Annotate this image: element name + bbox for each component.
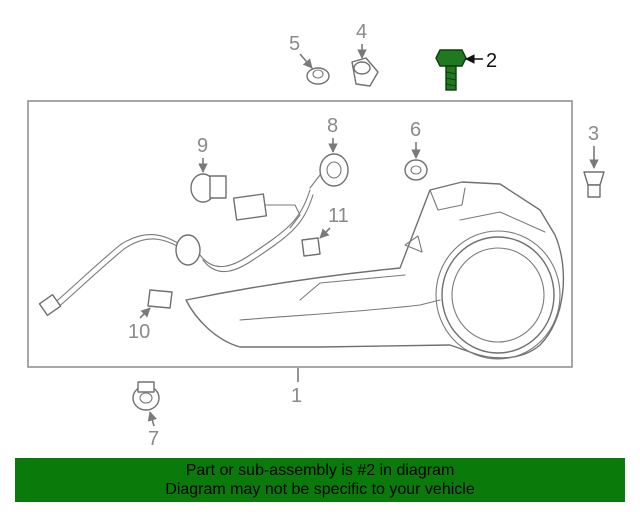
bolt-part-2[interactable]: [435, 49, 467, 91]
callout-9: 9: [197, 135, 208, 157]
socket-part-7[interactable]: [132, 381, 160, 411]
callout-6: 6: [410, 119, 421, 141]
banner-line-2: Diagram may not be specific to your vehi…: [165, 481, 475, 498]
callout-4: 4: [356, 21, 367, 43]
callout-2: 2: [486, 50, 497, 72]
callout-1: 1: [291, 385, 302, 407]
banner-line-1: Part or sub-assembly is #2 in diagram: [185, 462, 455, 479]
info-banner: Part or sub-assembly is #2 in diagram Di…: [15, 458, 625, 502]
callout-3: 3: [588, 123, 599, 145]
grommet-part-6[interactable]: [404, 159, 428, 181]
nut-part-5[interactable]: [306, 67, 330, 85]
assembly-frame: [27, 100, 573, 368]
callout-5: 5: [289, 33, 300, 55]
clip-part-4[interactable]: [351, 57, 379, 87]
callout-7: 7: [148, 428, 159, 450]
callout-11: 11: [328, 205, 349, 227]
wiring-harness[interactable]: [38, 189, 314, 317]
callout-10: 10: [128, 321, 150, 343]
bulb-part-10[interactable]: [147, 289, 173, 309]
parts-diagram: 1 2 3 4 5 6 7 8 9 10 11: [27, 21, 605, 450]
socket-part-8[interactable]: [309, 153, 349, 189]
clip-part-3[interactable]: [583, 171, 605, 198]
bulb-part-9[interactable]: [190, 173, 227, 203]
callout-8: 8: [327, 115, 338, 137]
headlamp-assembly[interactable]: [185, 181, 565, 360]
bulb-part-11[interactable]: [301, 237, 321, 257]
